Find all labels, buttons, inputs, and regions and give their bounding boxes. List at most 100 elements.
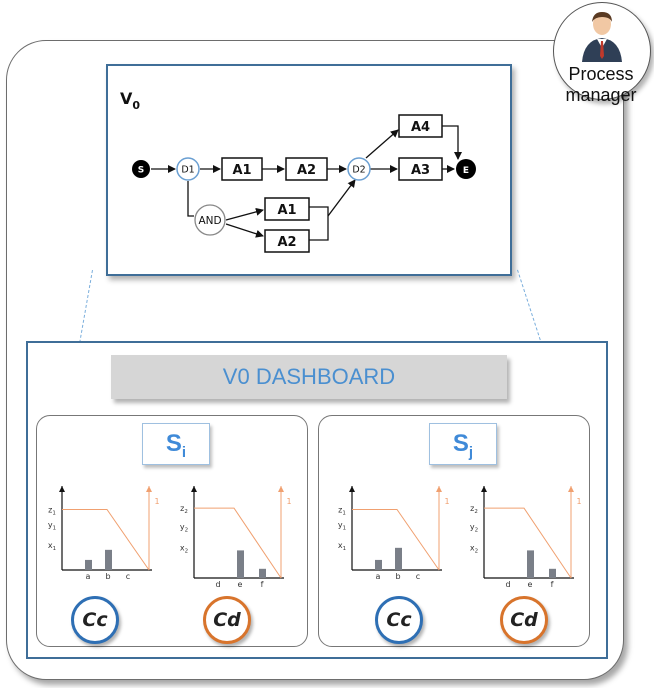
mini-chart-cc-0: 1 z1 y1 x1 a b c — [48, 486, 160, 581]
bar — [85, 559, 92, 570]
task-a1-top-label: A1 — [232, 163, 251, 178]
gateway-d2-label: D2 — [352, 165, 365, 176]
y-tick-sub: 2 — [474, 509, 478, 515]
x-tick-label: c — [416, 572, 420, 581]
y-tick-label: x1 — [338, 541, 346, 552]
task-a1-bottom — [264, 197, 310, 221]
right-axis-label: 1 — [444, 497, 449, 506]
y-tick-label: y2 — [180, 522, 188, 533]
edge-d1-and — [187, 181, 194, 217]
x-tick-label: e — [238, 580, 243, 589]
bar — [375, 559, 382, 570]
label-sj: Sj — [429, 423, 497, 465]
gateway-d2 — [347, 157, 371, 181]
y-axis-arrow — [191, 486, 197, 492]
label-sj-sub: j — [468, 443, 474, 461]
y-tick-label: x1 — [48, 541, 56, 552]
y-tick-label: y2 — [470, 522, 478, 533]
task-a2-top-label: A2 — [297, 163, 316, 178]
cc-circle-sj: Cc — [375, 596, 423, 644]
y-tick-sub: 2 — [184, 509, 188, 515]
x-tick-label: d — [505, 580, 510, 589]
task-a4 — [398, 114, 443, 138]
bar — [105, 549, 112, 570]
right-axis-label: 1 — [576, 497, 581, 506]
y-tick-label: y1 — [338, 521, 346, 532]
bar — [237, 550, 244, 578]
y-tick-label: x2 — [180, 544, 188, 555]
y-tick-label: x2 — [470, 544, 478, 555]
y-tick-sub: 1 — [342, 511, 346, 517]
task-a3-label: A3 — [411, 163, 430, 178]
bar — [527, 550, 534, 578]
y-tick-label: z1 — [48, 506, 56, 517]
y-tick-label: y1 — [48, 521, 56, 532]
bar — [395, 547, 402, 570]
gateway-d1-label: D1 — [181, 165, 194, 176]
model-title: V0 — [120, 89, 140, 112]
label-si-sub: i — [181, 443, 187, 461]
y-tick-label: z2 — [180, 504, 188, 515]
y-tick-sub: 1 — [343, 526, 347, 532]
membership-line — [194, 507, 282, 579]
process-model-diagram: V0 S D1 A1 A2 D2 A4 A3 E AND A1 A2 — [120, 89, 476, 253]
y-tick-sub: 2 — [475, 527, 479, 533]
process-manager-label: Process manager — [553, 64, 649, 106]
edge-join — [309, 206, 329, 241]
task-a2-top — [285, 157, 328, 181]
label-sj-main: S — [452, 430, 469, 457]
edge-join-d2 — [327, 179, 356, 217]
right-axis-arrow — [146, 486, 152, 492]
gateway-and — [194, 204, 226, 236]
edge-d2-a4 — [365, 129, 399, 159]
y-axis-arrow — [481, 486, 487, 492]
task-a2-bottom — [264, 229, 310, 253]
cd-circle-sj: Cd — [500, 596, 548, 644]
x-tick-label: b — [105, 572, 110, 581]
gateway-d1 — [176, 157, 200, 181]
right-axis-label: 1 — [154, 497, 159, 506]
bar — [259, 568, 266, 578]
right-axis-arrow — [436, 486, 442, 492]
x-tick-label: f — [551, 580, 554, 589]
membership-line — [484, 507, 572, 579]
y-tick-sub: 1 — [343, 546, 347, 552]
membership-line — [62, 509, 150, 571]
cd-circle-si: Cd — [203, 596, 251, 644]
edge-and-a2b — [225, 223, 264, 238]
y-tick-sub: 2 — [185, 527, 189, 533]
label-si: Si — [142, 423, 210, 465]
edge-and-a1b — [225, 207, 264, 221]
right-axis-arrow — [278, 486, 284, 492]
x-tick-label: e — [528, 580, 533, 589]
right-axis-arrow — [568, 486, 574, 492]
start-event — [132, 160, 150, 178]
x-tick-label: a — [86, 572, 91, 581]
task-a2-bottom-label: A2 — [277, 235, 296, 250]
y-tick-sub: 1 — [53, 546, 57, 552]
process-manager-line1: Process — [568, 64, 634, 84]
dashboard-title: V0 DASHBOARD — [111, 355, 507, 399]
x-tick-label: c — [126, 572, 130, 581]
cc-circle-si: Cc — [71, 596, 119, 644]
task-a4-label: A4 — [411, 120, 430, 135]
y-tick-sub: 1 — [53, 526, 57, 532]
end-event — [456, 159, 476, 179]
membership-line — [352, 509, 440, 571]
gateway-and-label: AND — [198, 215, 221, 227]
person-avatar-icon — [582, 12, 622, 62]
y-tick-sub: 2 — [185, 549, 189, 555]
x-tick-label: f — [261, 580, 264, 589]
x-tick-label: d — [215, 580, 220, 589]
start-event-label: S — [138, 166, 144, 176]
y-tick-sub: 2 — [475, 549, 479, 555]
y-tick-label: z1 — [338, 506, 346, 517]
y-axis-arrow — [349, 486, 355, 492]
task-a3 — [398, 157, 443, 181]
y-axis-arrow — [59, 486, 65, 492]
task-a1-bottom-label: A1 — [277, 203, 296, 218]
right-axis-label: 1 — [286, 497, 291, 506]
